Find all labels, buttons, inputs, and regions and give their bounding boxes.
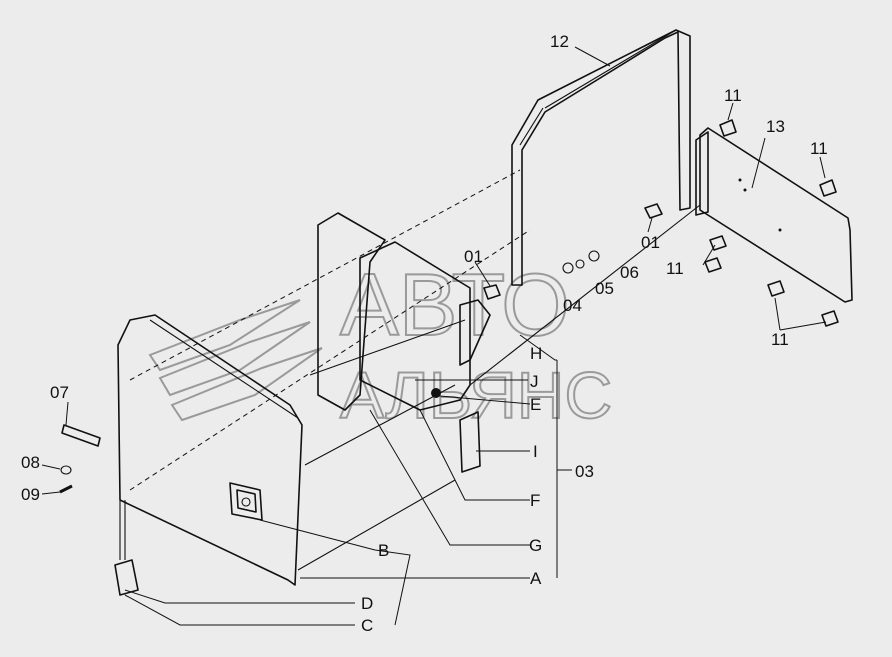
label-11-mid: 11 xyxy=(666,259,684,278)
front-cover-panel xyxy=(114,314,303,596)
label-H: H xyxy=(530,344,542,363)
label-C: C xyxy=(361,616,373,635)
label-G: G xyxy=(529,536,542,555)
washer-05-icon xyxy=(575,259,585,269)
label-04: 04 xyxy=(563,296,582,315)
latch-j-icon xyxy=(431,388,441,398)
label-11-bottom: 11 xyxy=(771,330,789,349)
watermark-chevrons xyxy=(148,299,323,422)
label-01-right: 01 xyxy=(641,233,660,252)
label-11-top: 11 xyxy=(724,86,742,105)
nut-06-icon xyxy=(588,250,600,262)
label-D: D xyxy=(361,594,373,613)
label-11-right: 11 xyxy=(810,139,828,158)
label-03: 03 xyxy=(575,462,594,481)
frame-part-12 xyxy=(511,29,691,286)
label-E: E xyxy=(530,395,541,414)
watermark-line1: АВТО xyxy=(340,255,570,354)
label-J: J xyxy=(530,372,539,391)
label-13: 13 xyxy=(766,117,785,136)
label-07: 07 xyxy=(50,383,69,402)
label-I: I xyxy=(533,442,538,461)
label-12: 12 xyxy=(550,32,569,51)
assembly-lines xyxy=(129,169,701,571)
label-06: 06 xyxy=(620,263,639,282)
label-B: B xyxy=(378,541,389,560)
part-labels: 12 13 11 11 11 11 01 01 04 05 06 07 08 0… xyxy=(21,32,828,635)
label-A: A xyxy=(530,569,542,588)
fasteners xyxy=(59,119,839,494)
label-F: F xyxy=(530,491,540,510)
washer-08-icon xyxy=(60,465,72,475)
watermark-logo: АВТО АЛЬЯНС xyxy=(148,254,613,433)
leader-lines xyxy=(41,46,827,626)
plate-part-13 xyxy=(695,127,853,303)
watermark-line2: АЛЬЯНС xyxy=(340,358,612,432)
label-09: 09 xyxy=(21,485,40,504)
label-08: 08 xyxy=(21,453,40,472)
cover-panels xyxy=(317,212,491,473)
label-01-left: 01 xyxy=(464,247,483,266)
label-05: 05 xyxy=(595,279,614,298)
washer-04-icon xyxy=(562,262,574,274)
